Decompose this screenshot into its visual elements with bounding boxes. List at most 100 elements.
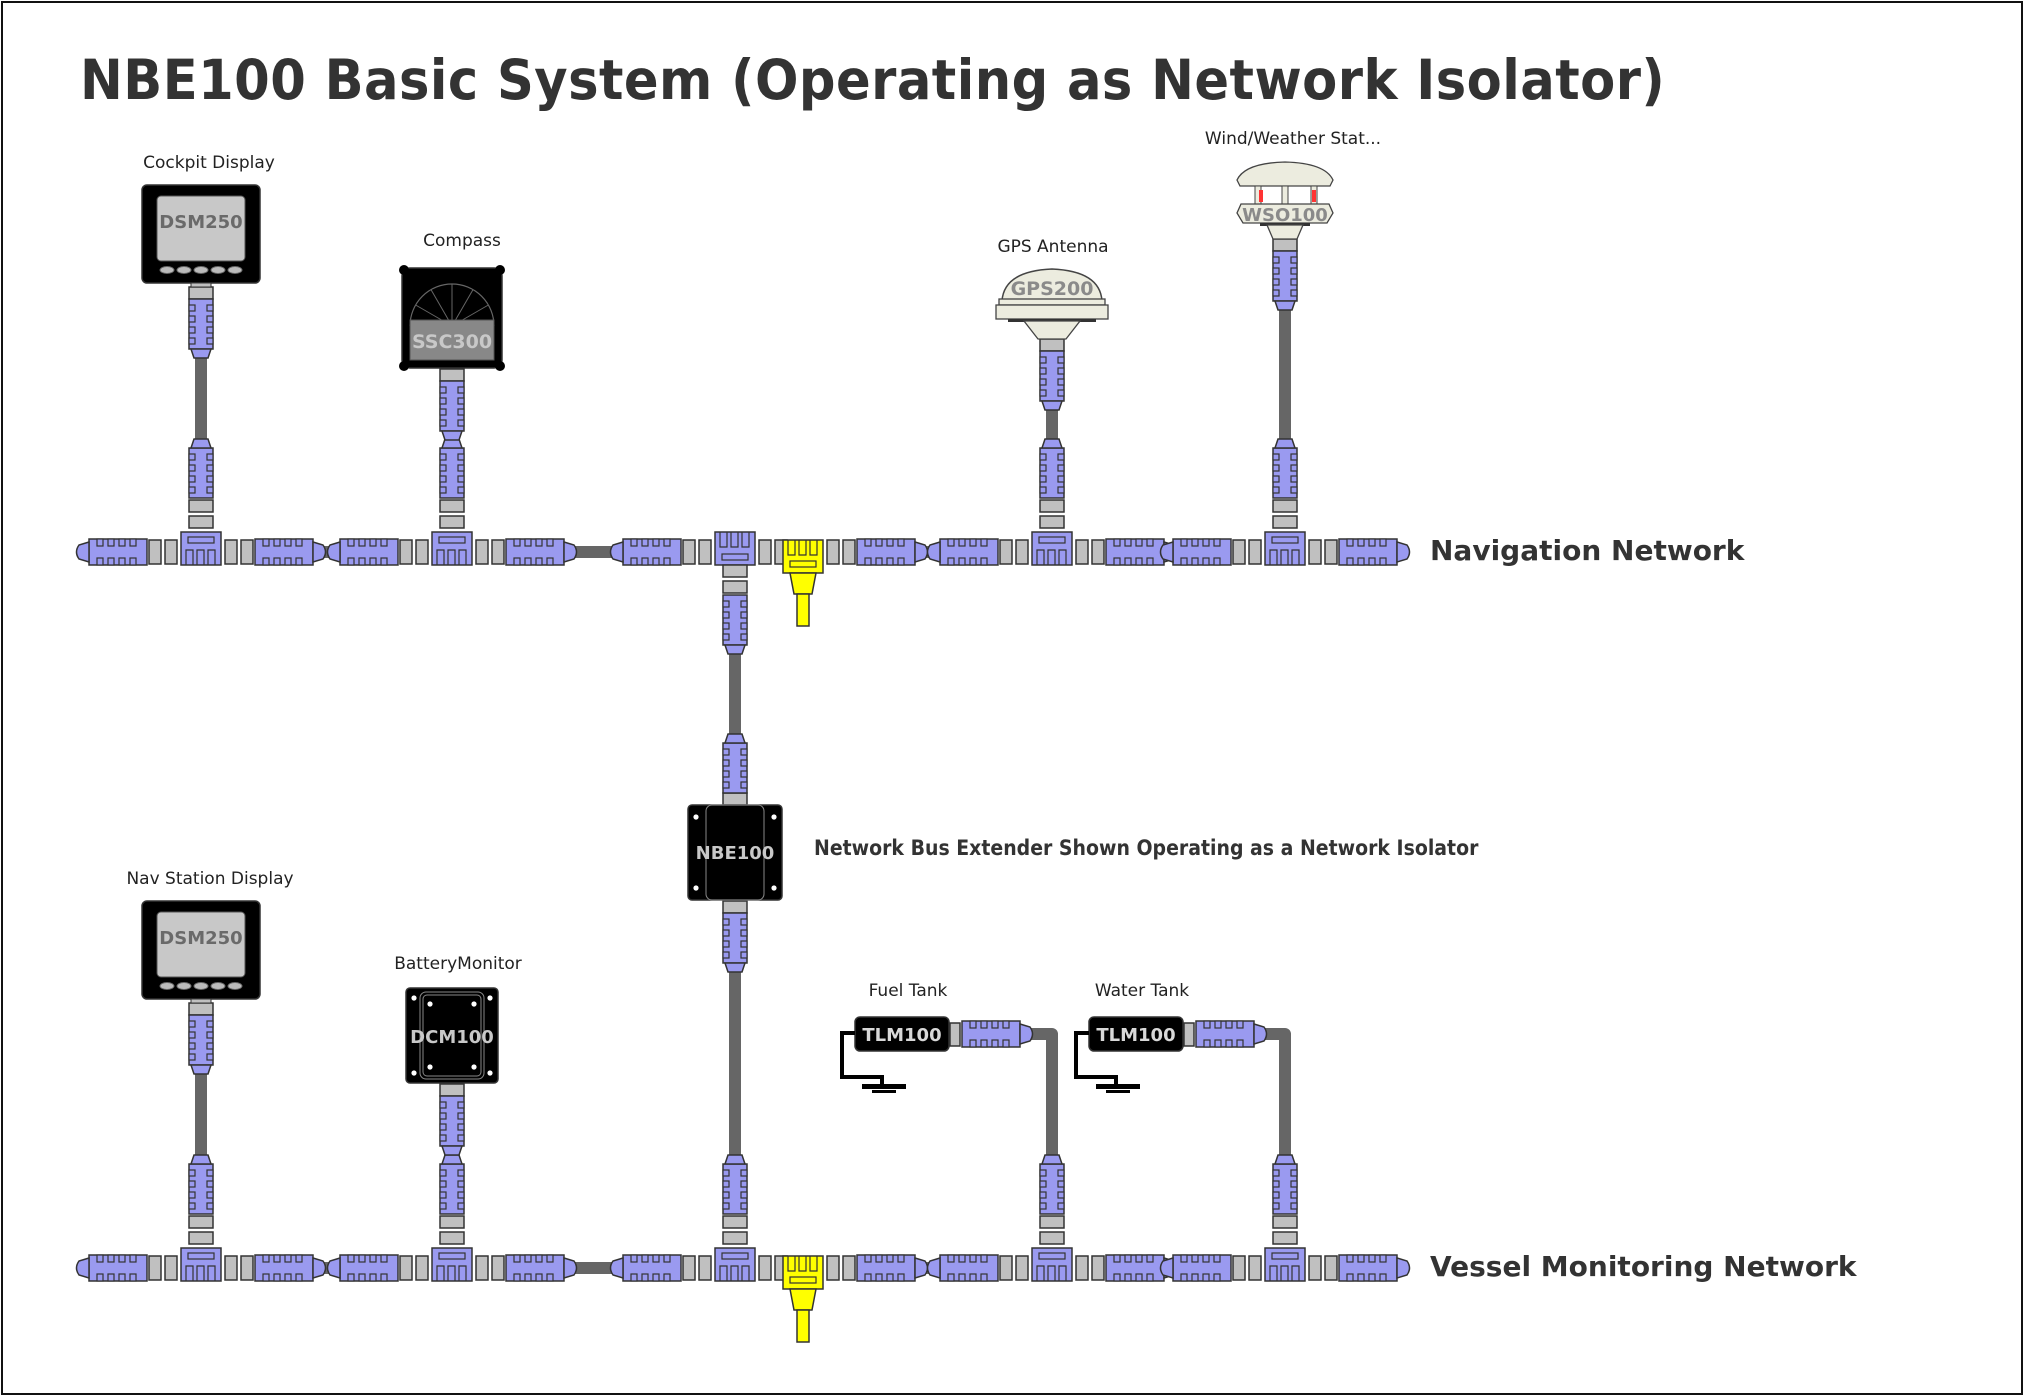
coupler bbox=[1232, 1255, 1246, 1281]
water-tank-label: Water Tank bbox=[1094, 981, 1190, 1001]
coupler bbox=[722, 564, 748, 578]
coupler bbox=[439, 1215, 465, 1229]
connector-left bbox=[326, 538, 399, 566]
coupler bbox=[1015, 1255, 1029, 1281]
battery-monitor-label: BatteryMonitor bbox=[394, 954, 522, 974]
coupler bbox=[1039, 515, 1065, 529]
device-model-label: TLM100 bbox=[862, 1025, 941, 1046]
drop-connector bbox=[439, 1154, 465, 1215]
t-connector bbox=[431, 531, 473, 566]
navigation-network-label: Navigation Network bbox=[1430, 534, 1745, 567]
coupler bbox=[475, 539, 489, 565]
coupler bbox=[722, 900, 748, 914]
t-connector bbox=[1031, 531, 1073, 566]
coupler bbox=[148, 1255, 162, 1281]
drop-connector bbox=[439, 438, 465, 499]
fuel-tank-device: TLM100 bbox=[840, 1016, 961, 1093]
connector-left bbox=[609, 538, 682, 566]
coupler bbox=[842, 539, 856, 565]
coupler bbox=[439, 1083, 465, 1097]
parts bbox=[75, 238, 1411, 1343]
coupler bbox=[842, 1255, 856, 1281]
coupler bbox=[698, 539, 712, 565]
t-connector bbox=[180, 1247, 222, 1282]
coupler bbox=[224, 539, 238, 565]
gps-antenna-label: GPS Antenna bbox=[997, 237, 1109, 257]
coupler bbox=[188, 1231, 214, 1245]
t-connector bbox=[1264, 531, 1306, 566]
connector-right bbox=[1338, 1254, 1411, 1282]
device-model-label: WSO100 bbox=[1242, 205, 1328, 226]
drop-connector bbox=[1272, 1154, 1298, 1215]
coupler bbox=[1039, 499, 1065, 513]
coupler bbox=[826, 539, 840, 565]
coupler bbox=[1272, 1231, 1298, 1245]
coupler bbox=[826, 1255, 840, 1281]
connector-right bbox=[505, 538, 578, 566]
coupler bbox=[164, 539, 178, 565]
coupler bbox=[188, 1002, 214, 1016]
coupler bbox=[722, 792, 748, 806]
coupler bbox=[188, 499, 214, 513]
coupler bbox=[399, 1255, 413, 1281]
coupler bbox=[1324, 1255, 1338, 1281]
fuel-tank-label: Fuel Tank bbox=[868, 981, 948, 1001]
coupler bbox=[1039, 338, 1065, 352]
coupler bbox=[491, 539, 505, 565]
coupler bbox=[1324, 539, 1338, 565]
connector-right bbox=[505, 1254, 578, 1282]
device-model-label: SSC300 bbox=[412, 331, 492, 353]
device-model-label: GPS200 bbox=[1011, 278, 1094, 300]
coupler bbox=[240, 1255, 254, 1281]
device-connector bbox=[439, 1095, 465, 1156]
coupler bbox=[164, 1255, 178, 1281]
devices: DSM250DSM250SSC300GPS200WSO100DCM100NBE1… bbox=[141, 161, 1334, 1093]
connector-left bbox=[1159, 1254, 1232, 1282]
device-connector bbox=[1272, 250, 1298, 311]
coupler bbox=[240, 539, 254, 565]
drop-connector bbox=[1039, 438, 1065, 499]
coupler bbox=[1308, 539, 1322, 565]
cockpit-display-label: Cockpit Display bbox=[143, 153, 275, 173]
coupler bbox=[415, 539, 429, 565]
coupler bbox=[475, 1255, 489, 1281]
coupler bbox=[722, 1215, 748, 1229]
weather-station-label: Wind/Weather Stat... bbox=[1204, 129, 1382, 149]
isolator-bottom-connector bbox=[722, 912, 748, 973]
connector-right bbox=[1338, 538, 1411, 566]
t-connector bbox=[431, 1247, 473, 1282]
coupler bbox=[399, 539, 413, 565]
device-connector bbox=[1039, 350, 1065, 411]
coupler bbox=[698, 1255, 712, 1281]
weather-station-device: WSO100 bbox=[1236, 161, 1334, 240]
coupler bbox=[1091, 1255, 1105, 1281]
connector-left bbox=[75, 1254, 148, 1282]
coupler bbox=[188, 1215, 214, 1229]
device-model-label: TLM100 bbox=[1096, 1025, 1175, 1046]
coupler bbox=[682, 1255, 696, 1281]
t-connector bbox=[180, 531, 222, 566]
coupler bbox=[1039, 1215, 1065, 1229]
coupler bbox=[439, 499, 465, 513]
connector-left bbox=[75, 538, 148, 566]
coupler bbox=[1075, 539, 1089, 565]
coupler bbox=[999, 1255, 1013, 1281]
compass-device: SSC300 bbox=[399, 265, 505, 371]
connector-left bbox=[926, 1254, 999, 1282]
device-connector bbox=[188, 1014, 214, 1075]
coupler bbox=[1272, 499, 1298, 513]
terminator bbox=[782, 539, 824, 627]
gps-antenna-device: GPS200 bbox=[995, 268, 1109, 340]
device-connector bbox=[439, 380, 465, 441]
cockpit-display-device: DSM250 bbox=[141, 184, 261, 288]
coupler bbox=[439, 1231, 465, 1245]
device-model-label: DSM250 bbox=[159, 928, 242, 949]
drop-connector bbox=[722, 594, 748, 655]
device-connector bbox=[1195, 1020, 1268, 1048]
device-connector bbox=[188, 298, 214, 359]
coupler bbox=[1232, 539, 1246, 565]
connector-right bbox=[254, 538, 327, 566]
coupler bbox=[224, 1255, 238, 1281]
drop-connector bbox=[188, 438, 214, 499]
